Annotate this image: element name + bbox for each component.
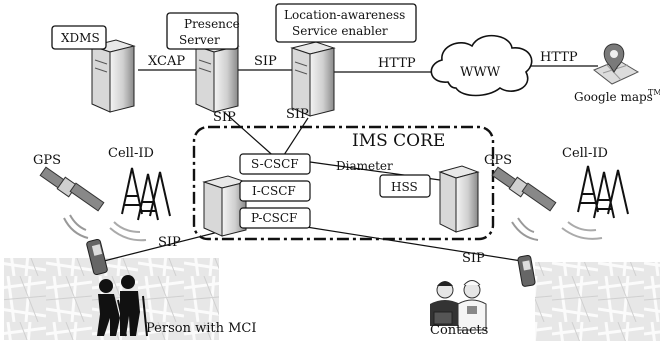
www-cloud-icon	[430, 34, 533, 97]
i-cscf-label: I-CSCF	[252, 184, 296, 198]
sip-location-core-link	[281, 117, 309, 159]
right-map-background	[535, 262, 660, 341]
left-gps-label: GPS	[33, 153, 61, 168]
google-maps-tm: TM	[648, 88, 660, 97]
left-cell-tower-icon	[121, 167, 171, 221]
hss-box	[379, 174, 431, 198]
xdms-server-icon	[90, 39, 136, 113]
p-cscf-box	[239, 207, 311, 229]
hss-server-icon	[438, 165, 480, 233]
www-label: WWW	[460, 65, 501, 80]
google-maps-label: Google maps	[574, 90, 653, 104]
left-gps-signal-arcs	[63, 214, 89, 239]
right-gps-signal-arcs	[511, 217, 539, 241]
location-server-icon	[290, 41, 336, 117]
p-cscf-label: P-CSCF	[251, 211, 297, 225]
http-www-google-label: HTTP	[540, 50, 578, 65]
right-cell-id-label: Cell-ID	[562, 146, 608, 161]
xdms-label: XDMS	[61, 31, 100, 45]
google-maps-pin-icon	[593, 43, 640, 85]
hss-label: HSS	[391, 180, 418, 194]
sip-right-phone-label: SIP	[462, 251, 485, 266]
s-cscf-label: S-CSCF	[251, 157, 299, 171]
location-label-line2: Service enabler	[292, 24, 388, 38]
sip-presence-core-label: SIP	[213, 110, 236, 125]
xdms-label-box	[51, 25, 107, 50]
location-label-line1: Location-awareness	[284, 8, 405, 22]
sip-left-phone-label: SIP	[158, 235, 181, 250]
s-cscf-box	[239, 153, 311, 175]
right-gps-label: GPS	[484, 153, 512, 168]
right-cell-tower-icon	[577, 165, 629, 219]
right-gps-satellite-icon	[491, 166, 557, 212]
contacts-label: Contacts	[430, 323, 488, 338]
sip-presence-core-link	[223, 111, 279, 161]
left-cell-signal-arcs	[109, 221, 147, 242]
presence-label-line1: Presence	[184, 17, 240, 31]
right-phone-icon	[517, 254, 536, 287]
sip-presence-location-label: SIP	[254, 54, 277, 69]
person-with-mci-icon	[97, 275, 148, 337]
presence-label-box	[166, 12, 239, 50]
i-cscf-box	[239, 180, 311, 202]
presence-server-icon	[194, 39, 240, 113]
sip-right-phone-link	[299, 225, 529, 263]
left-cell-id-label: Cell-ID	[108, 146, 154, 161]
location-label-box	[275, 3, 417, 43]
left-gps-satellite-icon	[39, 166, 105, 212]
person-with-mci-label: Person with MCI	[146, 321, 256, 336]
http-location-www-label: HTTP	[378, 56, 416, 71]
ims-core-label: IMS CORE	[352, 131, 445, 151]
diameter-label: Diameter	[336, 159, 393, 173]
xcap-label: XCAP	[148, 54, 185, 69]
ims-core-boundary	[192, 125, 495, 241]
left-phone-icon	[86, 238, 108, 276]
right-cell-signal-arcs	[561, 221, 603, 240]
contacts-icon	[430, 280, 487, 331]
presence-label-line2: Server	[179, 33, 220, 47]
sip-location-core-label: SIP	[286, 107, 309, 122]
